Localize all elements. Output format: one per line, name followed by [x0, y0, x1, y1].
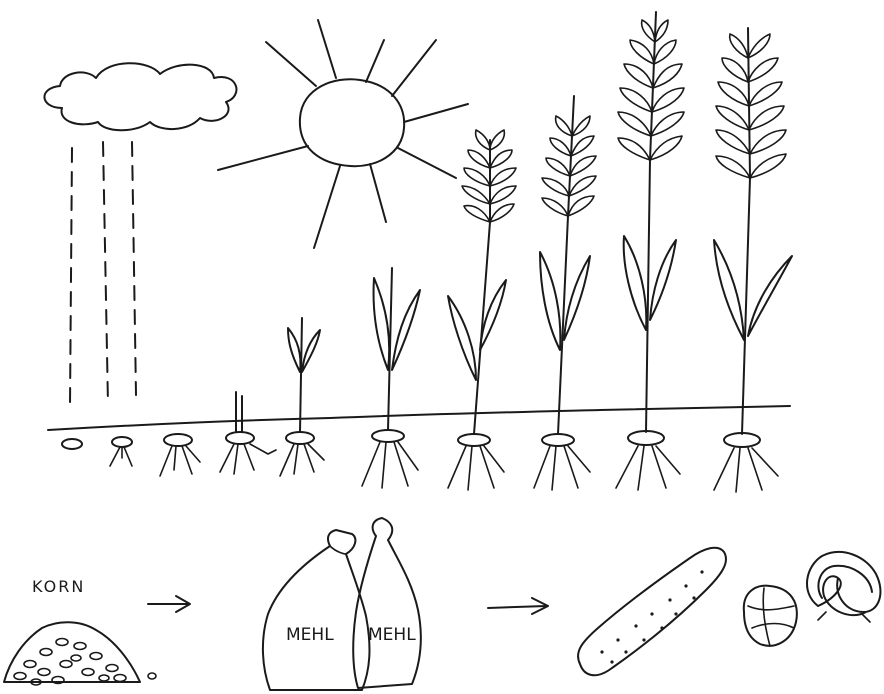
- grain-pile-icon: [4, 622, 156, 685]
- seed-stage-3: [160, 434, 200, 476]
- plant-stage-9: [616, 12, 684, 490]
- flour-bags-icon: [263, 518, 421, 690]
- seed-stage-5: [280, 318, 324, 476]
- sun-icon: [218, 20, 468, 248]
- flour-bag-label-1: MEHL: [286, 625, 334, 645]
- arrow-right-icon: [148, 596, 190, 612]
- plant-stage-7: [448, 130, 516, 490]
- plant-stage-10: [714, 28, 792, 492]
- plant-stage-6: [362, 268, 420, 488]
- rain-cloud-icon: [44, 63, 236, 130]
- rain-streaks: [70, 142, 136, 405]
- baguette-icon: [578, 548, 726, 676]
- seed-stage-4: [220, 392, 276, 474]
- plant-stage-8: [534, 96, 596, 490]
- seed-stage-2: [110, 437, 132, 466]
- pretzel-icon: [807, 552, 880, 622]
- ground-line: [48, 406, 790, 430]
- bread-roll-icon: [744, 586, 797, 646]
- seed-stage-1: [62, 439, 82, 449]
- grain-label: KORN: [32, 577, 85, 596]
- arrow-right-icon: [488, 598, 548, 614]
- flour-bag-label-2: MEHL: [368, 625, 416, 645]
